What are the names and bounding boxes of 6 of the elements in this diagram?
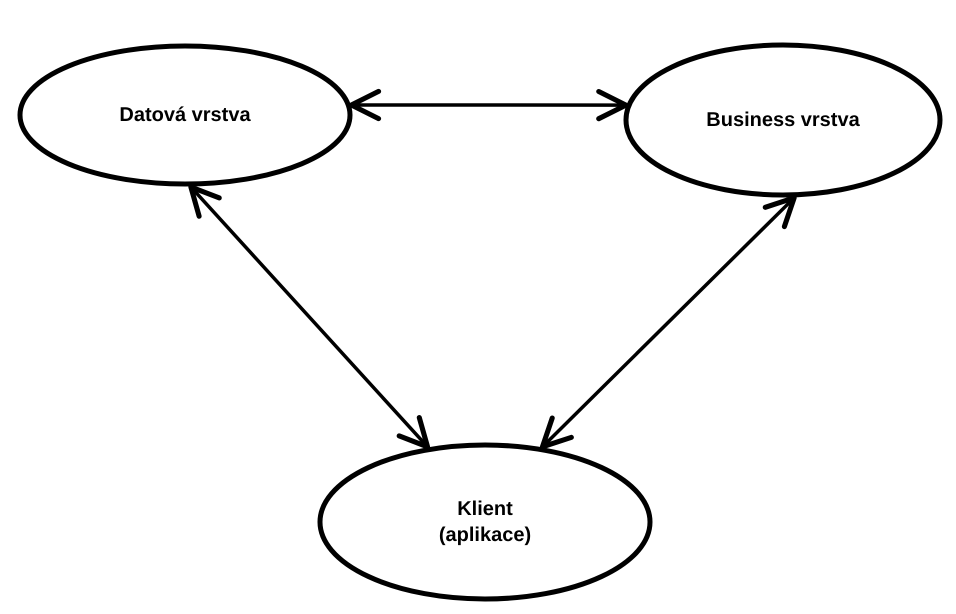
double-arrow (188, 184, 430, 450)
double-arrow (348, 88, 628, 122)
double-arrow (540, 195, 797, 450)
node-label: Datová vrstva (119, 103, 251, 128)
node-label: Klient (aplikace) (438, 497, 532, 548)
node-label: Business vrstva (706, 108, 860, 133)
